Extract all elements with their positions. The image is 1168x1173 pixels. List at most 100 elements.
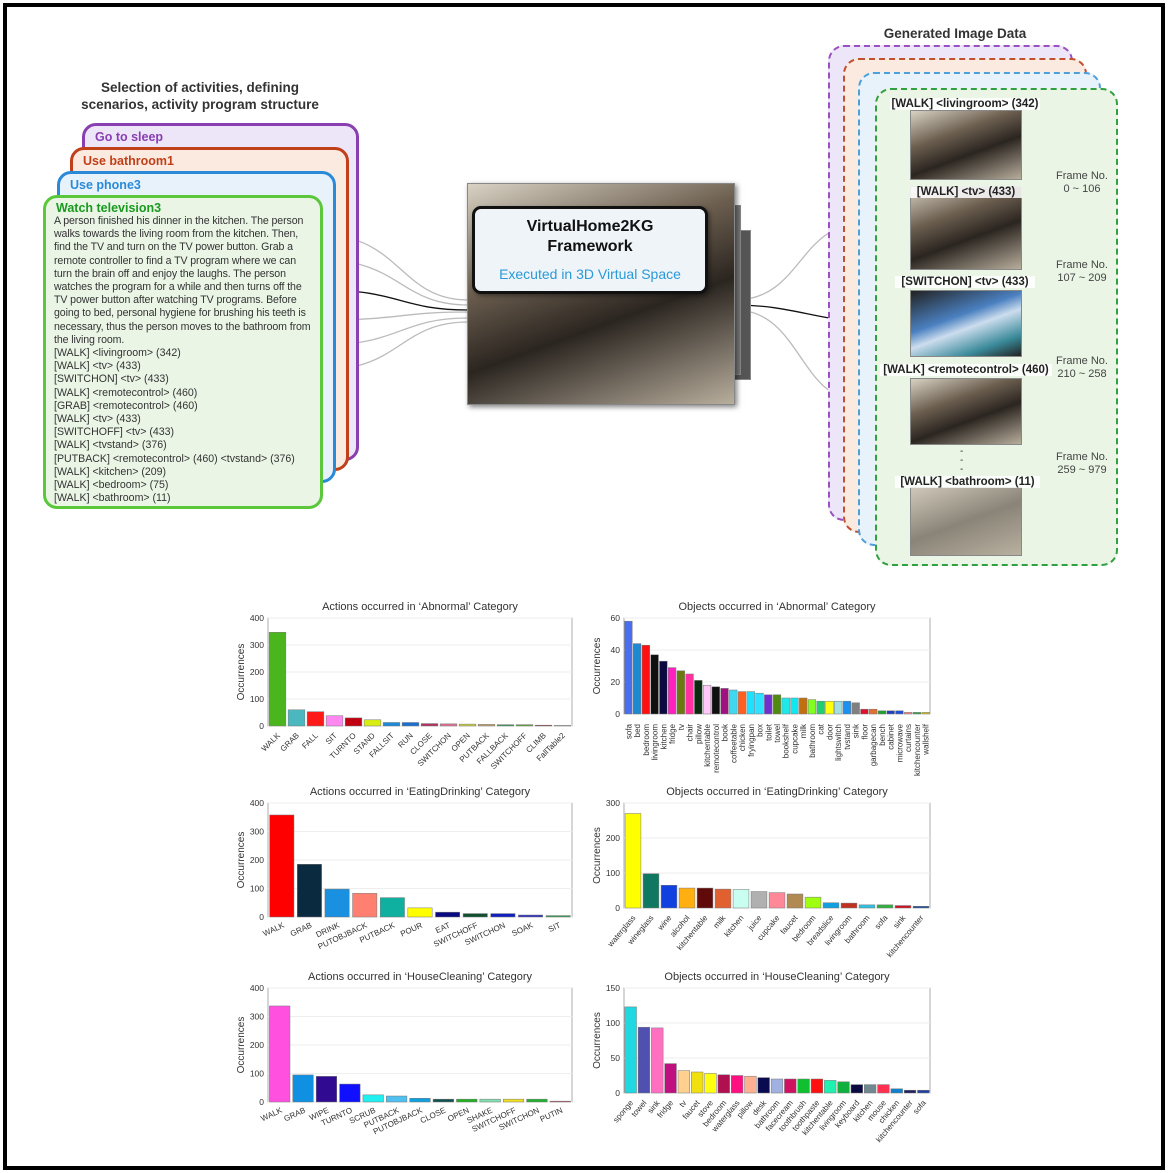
bar-TURNTO (339, 1083, 361, 1103)
bar-alcohol (678, 887, 696, 909)
bar-GRAB (292, 1074, 314, 1103)
activity-title: Use phone3 (70, 178, 141, 192)
bar-WALK (269, 1005, 291, 1103)
x-tick-label: WALK (262, 920, 287, 938)
program-step: [WALK] <bedroom> (75) (54, 479, 169, 492)
y-axis-label: Occurrences (592, 638, 603, 695)
bar-cabinet (886, 710, 895, 715)
bar-SWITCHON (439, 723, 458, 727)
y-tick-label: 200 (250, 1040, 264, 1050)
chart-title: Actions occurred in ‘HouseCleaning’ Cate… (308, 971, 532, 983)
bar-pillow (744, 1075, 757, 1094)
bar-remotecontrol (711, 686, 720, 715)
x-tick-label: WALK (259, 1105, 284, 1123)
x-tick-label: sofa (873, 913, 890, 931)
x-tick-label: towel (773, 724, 782, 743)
bar-kitchencounter (912, 906, 930, 909)
y-tick-label: 200 (250, 855, 264, 865)
program-step: [WALK] <tv> (433) (54, 413, 141, 426)
x-tick-label: cupcake (790, 723, 799, 753)
bar-SCRUB (362, 1094, 384, 1103)
bar-WALK (269, 814, 295, 918)
bar-chair (685, 673, 694, 715)
frame-image (910, 290, 1022, 357)
bar-SOAK (518, 914, 543, 918)
x-tick-label: cat (817, 723, 826, 734)
x-tick-label: SIT (547, 921, 562, 934)
bar-cupcake (768, 892, 786, 909)
frame-range-value: 107 ~ 209 (1057, 272, 1107, 284)
activity-description: A person finished his dinner in the kitc… (54, 215, 311, 346)
x-tick-label: door (825, 724, 834, 740)
bar-pillow (694, 680, 703, 715)
frame-range-label: Frame No. (1056, 451, 1108, 463)
bar-microwave (895, 710, 904, 715)
program-step: [GRAB] <remotecontrol> (460) (54, 399, 198, 412)
bar-TURNTO (344, 717, 363, 727)
x-tick-label: bedroom (642, 724, 651, 756)
x-tick-label: garbagecan (869, 724, 878, 766)
x-tick-label: fryingpan (747, 724, 756, 757)
y-tick-label: 50 (611, 1053, 621, 1063)
bar-breadslice (822, 902, 840, 909)
activity-program: [WALK] <livingroom> (342) [WALK] <tv> (43… (46, 347, 320, 505)
frame-range-label: Frame No. (1056, 355, 1108, 367)
y-axis-label: Occurrences (592, 1012, 603, 1069)
program-step: [WALK] <livingroom> (342) (54, 347, 181, 360)
y-tick-label: 100 (250, 1069, 264, 1079)
bar-PUTIN (549, 1100, 571, 1103)
bar-curtains (904, 712, 913, 715)
y-tick-label: 300 (250, 827, 264, 837)
activity-title: Use bathroom1 (83, 154, 174, 168)
chart-objects-eatingdrinking: Objects occurred in ‘EatingDrinking’ Cat… (592, 783, 942, 965)
frame-range: Frame No.0 ~ 106 (1047, 170, 1117, 196)
bar-kitchencounter (912, 712, 921, 715)
bar-PUTBACK (386, 1095, 408, 1103)
bar-chicken (890, 1088, 903, 1094)
y-tick-label: 100 (606, 868, 620, 878)
x-tick-label: POUR (399, 921, 424, 939)
y-tick-label: 400 (250, 798, 264, 808)
bar-EAT (435, 911, 461, 918)
x-tick-label: lightswitch (834, 724, 843, 761)
y-tick-label: 20 (611, 677, 621, 687)
bar-STAND (363, 719, 382, 727)
frame-image (910, 378, 1022, 445)
bar-kitchen (659, 660, 668, 715)
right-heading: Generated Image Data (883, 26, 1027, 41)
left-heading-line: scenarios, activity program structure (81, 97, 319, 112)
bar-bathroom (858, 904, 876, 909)
activity-title: Watch television3 (56, 201, 162, 215)
program-step: [SWITCHOFF] <tv> (433) (54, 426, 175, 439)
x-tick-label: WALK (260, 731, 283, 754)
x-tick-label: tv (677, 1099, 688, 1110)
chart-actions-housecleaning: Actions occurred in ‘HouseCleaning’ Cate… (232, 968, 582, 1150)
y-tick-label: 400 (250, 613, 264, 623)
bar-livingroom (837, 1081, 850, 1094)
y-tick-label: 0 (615, 709, 620, 719)
bar-FallTable2 (553, 725, 572, 727)
bar-SIT (325, 715, 344, 727)
bar-SWITCHOFF (462, 913, 488, 918)
frame-image (910, 186, 1022, 270)
x-tick-label: fridge (655, 1098, 675, 1120)
bar-bedroom (804, 896, 822, 909)
x-tick-label: wallshelf (922, 723, 931, 755)
x-tick-label: floor (860, 724, 869, 740)
y-tick-label: 100 (250, 884, 264, 894)
x-tick-label: GRAB (283, 1106, 307, 1124)
x-tick-label: GRAB (289, 921, 313, 939)
y-tick-label: 300 (250, 1012, 264, 1022)
bar-kitchen (864, 1084, 877, 1094)
bar-WIPE (315, 1076, 338, 1103)
y-tick-label: 400 (250, 983, 264, 993)
y-tick-label: 0 (615, 1088, 620, 1098)
chart-title: Actions occurred in ‘EatingDrinking’ Cat… (310, 786, 531, 798)
ellipsis: - - - (960, 446, 964, 475)
x-tick-label: milk (799, 723, 808, 738)
x-tick-label: remotecontrol (712, 724, 721, 773)
bar-DRINK (324, 888, 350, 918)
bar-cat (816, 700, 825, 715)
bar-milk (799, 697, 808, 715)
